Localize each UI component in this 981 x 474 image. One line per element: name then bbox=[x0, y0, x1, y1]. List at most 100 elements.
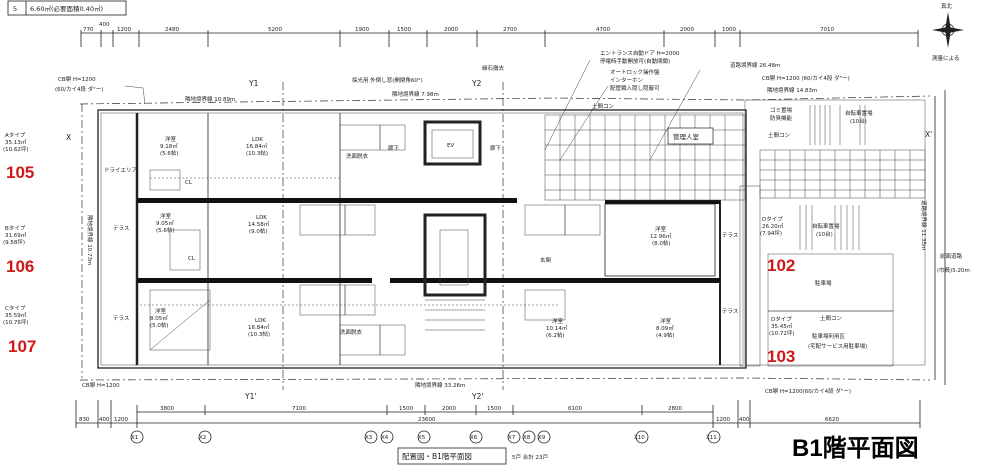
dim-label: 2000 bbox=[680, 27, 694, 33]
north-label: 真北 bbox=[941, 2, 953, 10]
area-table: 5 6.60㎡(必要面積0.40㎡) bbox=[7, 0, 127, 16]
room: 洋室8.05㎡(5.0帖) bbox=[150, 307, 169, 329]
dim-label: 2000 bbox=[444, 27, 458, 33]
room-name: 洋室 bbox=[655, 225, 667, 233]
room-area: 16.84㎡ bbox=[246, 142, 268, 150]
unit-tsubo: (7.94坪) bbox=[760, 229, 782, 237]
annotation: (60/カイ4段 ダ"ー) bbox=[55, 85, 103, 93]
garbage-note: 防臭機能 bbox=[770, 114, 793, 122]
corridor-label: 廊下 bbox=[388, 144, 400, 152]
grid-marker: X5 bbox=[417, 430, 431, 444]
parking-note: (宅配サービス用駐車場) bbox=[808, 342, 867, 350]
dim-label: 400 bbox=[99, 22, 110, 28]
room-area: 9.18㎡ bbox=[160, 142, 178, 150]
annotation: オートロック操作盤 bbox=[610, 68, 660, 76]
bicycle-parking-count: (10台) bbox=[850, 117, 867, 125]
dim-label: 1000 bbox=[722, 27, 736, 33]
unit-type: Aタイプ bbox=[5, 131, 26, 139]
dim-label: 1200 bbox=[117, 27, 131, 33]
annotation: 道路境界線 11.35m bbox=[920, 200, 928, 250]
room-jo: (10.3帖) bbox=[248, 330, 270, 338]
room: 洋室9.05㎡(5.6帖) bbox=[156, 212, 175, 234]
room-area: 14.58㎡ bbox=[248, 220, 270, 228]
unit-102: Dタイプ 26.20㎡ (7.94坪) 102 bbox=[760, 215, 795, 275]
room-name: 洋室 bbox=[160, 212, 172, 220]
unit-number: 102 bbox=[767, 256, 795, 275]
dim-label: 1200 bbox=[114, 417, 128, 423]
room-jo: (4.9帖) bbox=[656, 331, 675, 339]
dim-label: 400 bbox=[739, 417, 750, 423]
annotation: 隣地境界線 10.73m bbox=[86, 215, 94, 265]
drawing-name: 配置図・B1階平面図 bbox=[402, 451, 472, 461]
room-jo: (5.6帖) bbox=[160, 149, 179, 157]
room: 洋室8.09㎡(4.9帖) bbox=[656, 317, 675, 339]
room-area: 12.96㎡ bbox=[650, 232, 672, 240]
dim-label: 400 bbox=[99, 417, 110, 423]
grid-label: X4 bbox=[381, 435, 389, 441]
dim-label: 830 bbox=[79, 417, 90, 423]
washroom-label: 洗面脱衣 bbox=[340, 328, 363, 336]
grid-label: X1 bbox=[131, 435, 138, 441]
bicycle-parking-count: (10台) bbox=[816, 230, 833, 238]
dim-label: 6100 bbox=[568, 406, 582, 412]
closet-label: CL bbox=[185, 180, 193, 186]
dim-label: 1200 bbox=[716, 417, 730, 423]
unit-103: Dタイプ 35.45㎡ (10.72坪) 103 bbox=[767, 315, 795, 366]
annotation: CB塀 H=1200 bbox=[58, 75, 96, 83]
dim-label: 770 bbox=[83, 27, 94, 33]
north-arrow-icon: 真北 測量による bbox=[932, 2, 964, 62]
unit-area: 35.45㎡ bbox=[771, 322, 793, 330]
annotation: 停電時手動開放可(自動閉鎖) bbox=[600, 57, 670, 65]
grid-label: X11 bbox=[706, 435, 717, 441]
annotation: 道路境界線 26.48m bbox=[730, 61, 780, 69]
dim-label: 3800 bbox=[160, 406, 174, 412]
unit-106: Bタイプ 31.69㎡ (9.58坪) 106 bbox=[3, 224, 34, 276]
unit-number: 105 bbox=[6, 163, 34, 182]
unit-tsubo: (9.58坪) bbox=[3, 238, 25, 246]
room-jo: (5.6帖) bbox=[156, 226, 175, 234]
annotation: 隣地境界線 33.26m bbox=[415, 381, 465, 389]
dim-label: 2700 bbox=[503, 27, 517, 33]
right-site: ゴミ置場 防臭機能 土間コン 自転車置場 (10台) 自転車置場 (10台) 駐… bbox=[86, 99, 970, 367]
unit-count: 5戸 合計 23戸 bbox=[512, 453, 548, 461]
grid-marker: X7 bbox=[507, 430, 521, 444]
terrace-label: テラス bbox=[113, 315, 129, 322]
grid-marker: X4 bbox=[380, 430, 394, 444]
area-table-value: 6.60㎡(必要面積0.40㎡) bbox=[30, 4, 103, 13]
annotation: 配管類入隠し隠蔽可 bbox=[610, 84, 660, 92]
room-jo: (10.3帖) bbox=[246, 149, 268, 157]
room-name: LDK bbox=[252, 137, 263, 143]
bicycle-parking-label: 自転車置場 bbox=[845, 109, 873, 117]
unit-number: 103 bbox=[767, 347, 795, 366]
room-jo: (9.0帖) bbox=[249, 227, 268, 235]
section-mark-x: X bbox=[66, 133, 71, 142]
concrete-label: 土間コン bbox=[768, 131, 791, 139]
bottom-dimension-lines: 3800 7100 1500 2000 1500 6100 2800 830 4… bbox=[75, 400, 921, 428]
building-outline: EV 管理人室 bbox=[97, 109, 761, 369]
closet-label: CL bbox=[188, 256, 196, 262]
top-dimension-line: 770 400 1200 2480 5200 1900 1500 2000 27… bbox=[80, 22, 919, 47]
annotation: 縁石撤去 bbox=[482, 64, 505, 72]
section-marks: Y1 Y1' Y2 Y2' X X' bbox=[66, 79, 932, 401]
grid-marker: X8 bbox=[522, 430, 536, 444]
annotation: 隣地境界線 14.83m bbox=[767, 86, 817, 94]
grid-label: X3 bbox=[365, 435, 373, 441]
terrace-label: テラス bbox=[722, 308, 738, 315]
bottom-annotations: 隣地境界線 33.26m CB塀 H=1200 CB塀 H=1200(60/カイ… bbox=[82, 381, 851, 395]
bicycle-parking-label: 自転車置場 bbox=[812, 222, 840, 230]
section-mark-y1: Y1 bbox=[248, 79, 259, 88]
washroom-label: 洗面脱衣 bbox=[346, 152, 369, 160]
terrace-label: テラス bbox=[722, 232, 738, 239]
section-mark-y1p: Y1' bbox=[244, 392, 256, 401]
corridor-label: 廊下 bbox=[490, 144, 502, 152]
grid-label: X2 bbox=[199, 435, 206, 441]
dry-area-label: ドライエリア bbox=[104, 167, 137, 174]
unit-labels: Aタイプ 35.13㎡ (10.62坪) 105 Bタイプ 31.69㎡ (9.… bbox=[3, 131, 795, 366]
room: 洋室9.18㎡(5.6帖) bbox=[160, 135, 179, 157]
grid-marker: X2 bbox=[198, 430, 212, 444]
north-note: 測量による bbox=[932, 54, 959, 62]
annotation: CB塀 H=1200 (60/カイ4段 ダ"ー) bbox=[762, 74, 850, 82]
room-name: 洋室 bbox=[660, 317, 672, 325]
annotation: 隣地境界線 10.89m bbox=[185, 95, 235, 103]
